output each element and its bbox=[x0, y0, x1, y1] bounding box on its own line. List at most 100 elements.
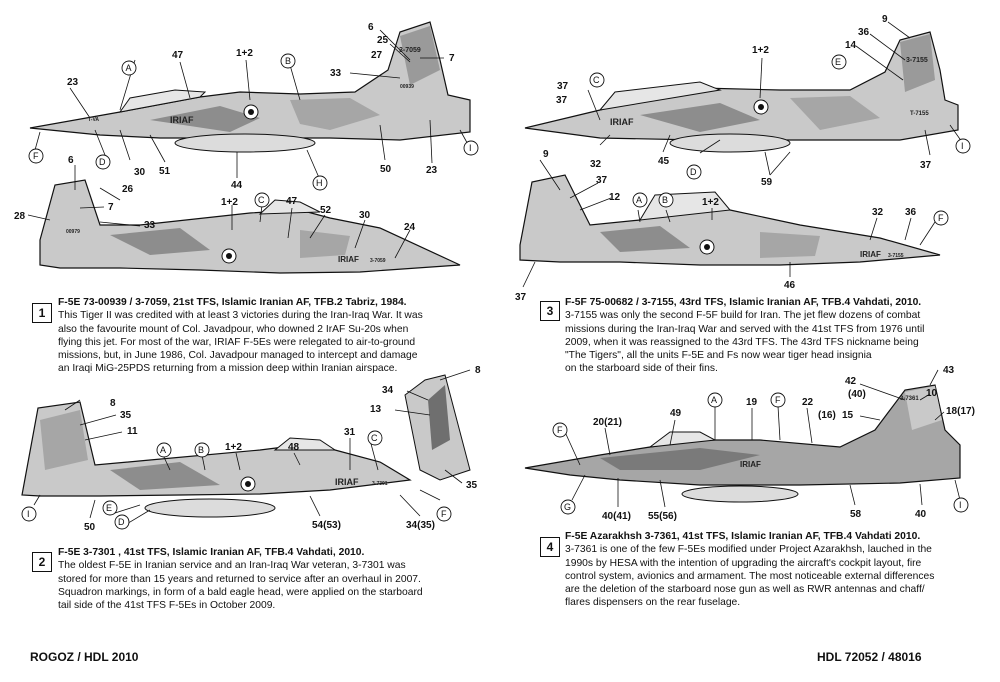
svg-text:43: 43 bbox=[943, 365, 955, 376]
svg-text:37: 37 bbox=[920, 160, 932, 171]
svg-text:37: 37 bbox=[596, 175, 608, 186]
marking-serial: 3-7301 bbox=[372, 481, 388, 487]
svg-text:22: 22 bbox=[802, 397, 814, 408]
aircraft-silhouette bbox=[524, 31, 959, 153]
section-line: flying this jet. For most of the war, IR… bbox=[58, 336, 416, 348]
svg-text:D: D bbox=[690, 167, 697, 177]
section-number-4: 4 bbox=[540, 537, 560, 557]
svg-text:H: H bbox=[316, 178, 323, 188]
svg-text:8: 8 bbox=[110, 398, 116, 409]
marking-iriaf: IRIAF bbox=[860, 250, 881, 259]
section-line: also the favourite mount of Col. Javadpo… bbox=[58, 323, 409, 335]
section-line: This Tiger II was credited with at least… bbox=[58, 310, 423, 322]
svg-text:40(41): 40(41) bbox=[602, 511, 631, 522]
svg-text:15: 15 bbox=[842, 410, 854, 421]
marking-fin-serial: 3-7059 bbox=[399, 47, 421, 54]
section-line: 1990s by HESA with the intention of upgr… bbox=[565, 557, 922, 569]
svg-text:55(56): 55(56) bbox=[648, 511, 677, 522]
svg-text:45: 45 bbox=[658, 156, 670, 167]
marking-iriaf: IRIAF bbox=[610, 117, 634, 127]
marking-iriaf: IRIAF bbox=[338, 255, 359, 264]
section-number-2: 2 bbox=[32, 552, 52, 572]
svg-text:51: 51 bbox=[159, 166, 171, 177]
marking-tail-code: T-7155 bbox=[910, 111, 929, 117]
svg-text:33: 33 bbox=[330, 68, 342, 79]
svg-text:C: C bbox=[593, 75, 600, 85]
section-1-description: F-5E 73-00939 / 3-7059, 21st TFS, Islami… bbox=[58, 296, 478, 376]
svg-text:24: 24 bbox=[404, 222, 416, 233]
svg-text:9: 9 bbox=[882, 14, 888, 25]
svg-text:18(17): 18(17) bbox=[946, 406, 975, 417]
svg-text:31: 31 bbox=[344, 427, 356, 438]
section-line: control system, avionics and armament. T… bbox=[565, 570, 935, 582]
svg-text:B: B bbox=[198, 445, 204, 455]
section-title: F-5E 3-7301 , 41st TFS, Islamic Iranian … bbox=[58, 547, 365, 558]
svg-text:14: 14 bbox=[845, 40, 857, 51]
svg-text:B: B bbox=[285, 56, 291, 66]
svg-text:1+2: 1+2 bbox=[225, 442, 242, 453]
svg-text:B: B bbox=[662, 195, 668, 205]
marking-tail-code: T-VA bbox=[88, 117, 99, 123]
marking-small-serial: 00939 bbox=[400, 84, 414, 90]
svg-text:A: A bbox=[636, 195, 642, 205]
aircraft-silhouette bbox=[39, 179, 461, 274]
svg-text:1+2: 1+2 bbox=[236, 48, 253, 59]
svg-text:23: 23 bbox=[426, 165, 438, 176]
section-line: flares dispensers on the rear fuselage. bbox=[565, 597, 741, 609]
svg-text:30: 30 bbox=[134, 167, 146, 178]
section-line: stored for more than 15 years and return… bbox=[58, 573, 421, 585]
marking-serial: 3-7059 bbox=[370, 258, 386, 264]
section-line: 2009, when it was reassigned to the 43rd… bbox=[565, 336, 919, 348]
svg-text:13: 13 bbox=[370, 404, 382, 415]
svg-text:1+2: 1+2 bbox=[221, 197, 238, 208]
svg-text:I: I bbox=[959, 500, 962, 510]
section-title: F-5F 75-00682 / 3-7155, 43rd TFS, Islami… bbox=[565, 297, 922, 308]
svg-text:I: I bbox=[961, 141, 964, 151]
svg-text:C: C bbox=[371, 433, 378, 443]
svg-text:F: F bbox=[938, 213, 944, 223]
svg-text:(16): (16) bbox=[818, 410, 836, 421]
svg-text:1+2: 1+2 bbox=[752, 45, 769, 56]
aircraft-silhouette bbox=[21, 374, 471, 518]
marking-fin-serial: 3-7361 bbox=[900, 396, 919, 402]
section-4-description: F-5E Azarakhsh 3-7361, 41st TFS, Islamic… bbox=[565, 530, 985, 610]
footer-product-code: HDL 72052 / 48016 bbox=[817, 650, 922, 664]
svg-text:34: 34 bbox=[382, 385, 394, 396]
section-line: The oldest F-5E in Iranian service and a… bbox=[58, 560, 406, 572]
section-line: are the deletion of the starboard nose g… bbox=[565, 584, 925, 596]
svg-text:36: 36 bbox=[905, 207, 917, 218]
svg-text:7: 7 bbox=[449, 53, 455, 64]
marking-small-serial: 00979 bbox=[66, 229, 80, 235]
svg-text:35: 35 bbox=[466, 480, 478, 491]
marking-iriaf: IRIAF bbox=[170, 115, 194, 125]
svg-text:37: 37 bbox=[557, 81, 569, 92]
section-line: missions, but, in June 1986, Col. Javadp… bbox=[58, 350, 418, 362]
svg-text:I: I bbox=[469, 143, 472, 153]
svg-text:7: 7 bbox=[108, 202, 114, 213]
svg-text:58: 58 bbox=[850, 509, 862, 520]
section-line: 3-7155 was only the second F-5F build fo… bbox=[565, 310, 921, 322]
svg-text:23: 23 bbox=[67, 77, 79, 88]
svg-text:6: 6 bbox=[368, 22, 374, 33]
svg-text:8: 8 bbox=[475, 365, 481, 376]
svg-text:46: 46 bbox=[784, 280, 796, 291]
svg-text:I: I bbox=[27, 509, 30, 519]
svg-text:A: A bbox=[126, 63, 132, 73]
svg-text:F: F bbox=[441, 509, 447, 519]
svg-text:6: 6 bbox=[68, 155, 74, 166]
marking-iriaf: IRIAF bbox=[740, 460, 761, 469]
svg-text:37: 37 bbox=[556, 95, 568, 106]
svg-text:44: 44 bbox=[231, 180, 243, 191]
section-number-1: 1 bbox=[32, 303, 52, 323]
section-line: Squadron markings, in form of a bald eag… bbox=[58, 586, 423, 598]
svg-text:37: 37 bbox=[515, 292, 527, 303]
svg-text:G: G bbox=[564, 502, 571, 512]
section-title: F-5E 73-00939 / 3-7059, 21st TFS, Islami… bbox=[58, 297, 407, 308]
svg-text:C: C bbox=[258, 195, 265, 205]
svg-text:12: 12 bbox=[609, 192, 621, 203]
svg-text:25: 25 bbox=[377, 35, 389, 46]
svg-text:42: 42 bbox=[845, 376, 857, 387]
svg-text:10: 10 bbox=[926, 388, 938, 399]
